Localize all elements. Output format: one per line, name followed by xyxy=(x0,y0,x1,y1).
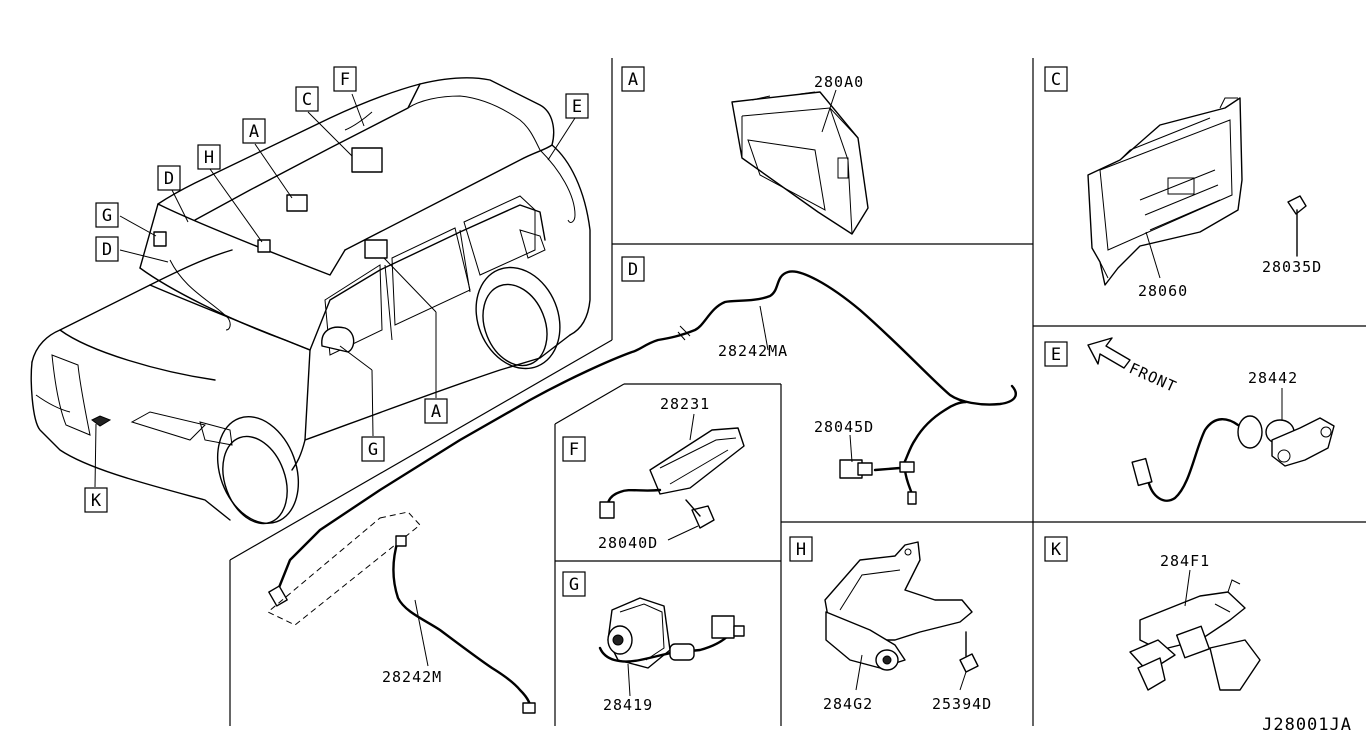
svg-text:C: C xyxy=(302,90,312,110)
part-number-284g2: 284G2 xyxy=(823,695,873,713)
panel-k-letter-box: K xyxy=(1044,536,1068,562)
panel-e-letter-box: E xyxy=(1044,341,1068,367)
bolt-28035d[interactable] xyxy=(1287,195,1307,257)
panel-g: G 28419 xyxy=(562,571,745,714)
callout-d-left[interactable]: D xyxy=(95,236,119,262)
svg-text:H: H xyxy=(796,540,806,560)
antenna-amplifier-28231[interactable] xyxy=(599,427,745,519)
svg-text:C: C xyxy=(1051,70,1061,90)
vehicle-illustration xyxy=(30,77,591,525)
panel-a: A 280A0 xyxy=(621,66,869,235)
control-module-280a0[interactable] xyxy=(731,91,869,235)
svg-text:F: F xyxy=(340,70,350,90)
sensor-bracket-284g2[interactable] xyxy=(824,541,973,671)
svg-text:A: A xyxy=(628,70,638,90)
panel-d-letter-box: D xyxy=(621,256,645,282)
panel-d: D 28242MA 28045D 28242M xyxy=(267,256,1017,714)
vehicle-callouts: F C E A H D G D xyxy=(84,66,589,513)
part-number-280a0: 280A0 xyxy=(814,73,864,91)
bolt-28040d[interactable] xyxy=(685,499,715,529)
panel-k: K 284F1 xyxy=(1044,536,1261,691)
panel-frames xyxy=(229,58,1366,726)
callout-g-bottom[interactable]: G xyxy=(361,436,385,462)
panel-c-letter-box: C xyxy=(1044,66,1068,92)
part-number-28442: 28442 xyxy=(1248,369,1298,387)
panel-h: H 284G2 25394D xyxy=(789,536,992,713)
svg-text:F: F xyxy=(569,440,579,460)
svg-text:D: D xyxy=(628,260,638,280)
callout-k[interactable]: K xyxy=(84,487,108,513)
svg-text:G: G xyxy=(102,206,112,226)
callout-a-bottom[interactable]: A xyxy=(424,398,448,424)
part-number-28040d: 28040D xyxy=(598,534,658,552)
svg-text:A: A xyxy=(431,402,441,422)
svg-text:G: G xyxy=(569,575,579,595)
panel-f-letter-box: F xyxy=(562,436,586,462)
panel-e: E FRONT 28442 xyxy=(1044,337,1335,502)
antenna-harness-28242m[interactable] xyxy=(267,511,536,714)
svg-text:K: K xyxy=(91,491,102,511)
panel-a-letter-box: A xyxy=(621,66,645,92)
svg-text:A: A xyxy=(249,122,259,142)
callout-f[interactable]: F xyxy=(333,66,357,92)
callout-c[interactable]: C xyxy=(295,86,319,112)
antenna-28045d[interactable] xyxy=(839,400,968,505)
callout-a-top[interactable]: A xyxy=(242,118,266,144)
part-number-28242ma: 28242MA xyxy=(718,342,788,360)
antenna-harness-28242ma[interactable] xyxy=(268,270,1017,607)
callout-g-left[interactable]: G xyxy=(95,202,119,228)
sensor-harness-28442[interactable] xyxy=(1131,415,1335,502)
part-number-28035d: 28035D xyxy=(1262,258,1322,276)
svg-text:G: G xyxy=(368,440,378,460)
part-number-28242m: 28242M xyxy=(382,668,442,686)
front-direction-label: FRONT xyxy=(1126,359,1179,396)
front-direction-arrow-icon xyxy=(1087,337,1131,369)
bolt-25394d[interactable] xyxy=(959,631,979,673)
part-number-28045d: 28045D xyxy=(814,418,874,436)
amplifier-unit-28060[interactable] xyxy=(1087,97,1243,286)
panel-f: F 28231 28040D xyxy=(562,395,745,552)
part-number-28060: 28060 xyxy=(1138,282,1188,300)
part-number-28419: 28419 xyxy=(603,696,653,714)
part-number-284f1: 284F1 xyxy=(1160,552,1210,570)
panel-h-letter-box: H xyxy=(789,536,813,562)
callout-h[interactable]: H xyxy=(197,144,221,170)
callout-d-top[interactable]: D xyxy=(157,165,181,191)
camera-unit-28419[interactable] xyxy=(598,597,745,669)
diagram-code: J28001JA xyxy=(1262,715,1352,735)
part-number-28231: 28231 xyxy=(660,395,710,413)
svg-text:E: E xyxy=(572,97,582,117)
part-number-25394d: 25394D xyxy=(932,695,992,713)
svg-text:K: K xyxy=(1051,540,1062,560)
bracket-module-284f1[interactable] xyxy=(1129,579,1261,691)
svg-text:E: E xyxy=(1051,345,1061,365)
svg-text:D: D xyxy=(164,169,174,189)
svg-text:H: H xyxy=(204,148,214,168)
panel-g-letter-box: G xyxy=(562,571,586,597)
callout-e[interactable]: E xyxy=(565,93,589,119)
svg-text:D: D xyxy=(102,240,112,260)
panel-c: C 28060 28035D xyxy=(1044,66,1322,300)
